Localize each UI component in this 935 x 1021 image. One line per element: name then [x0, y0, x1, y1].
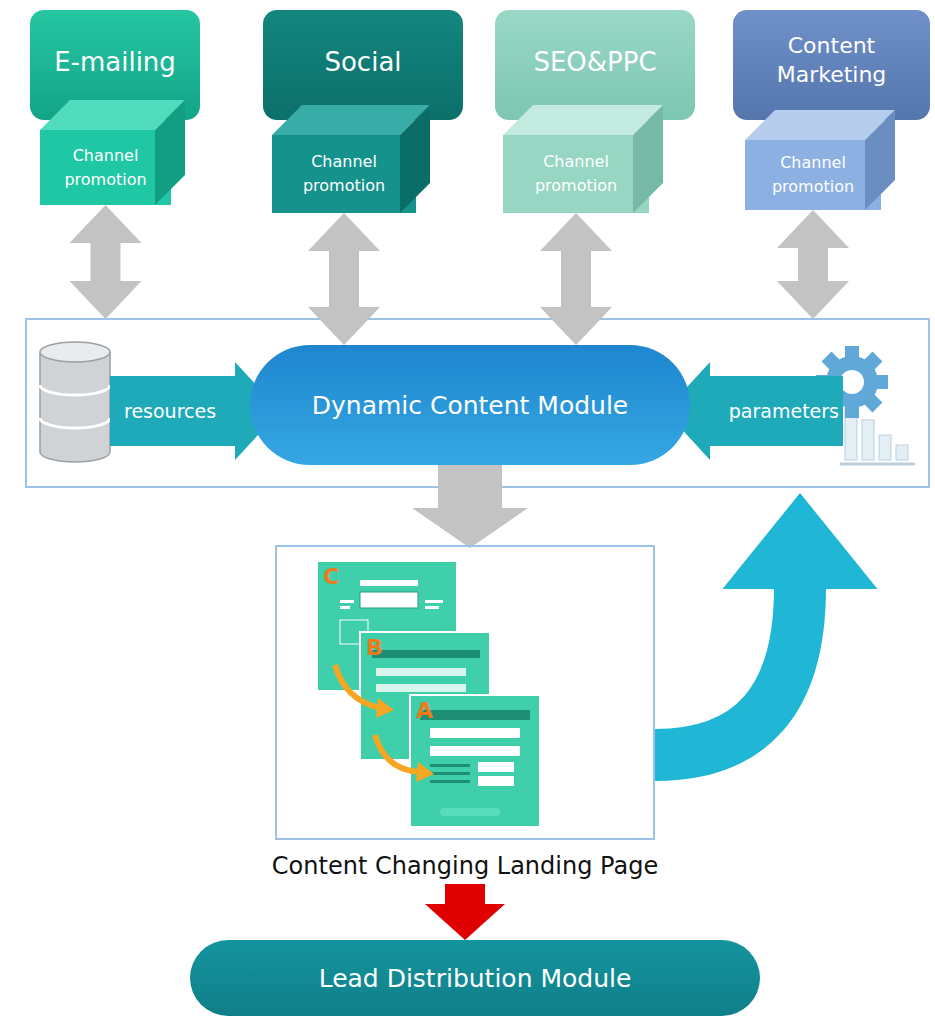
channel-name: Content Marketing [739, 32, 924, 89]
arrow-label: parameters [729, 400, 839, 422]
flow-connector [655, 493, 878, 755]
channel-cube: Channel promotion [272, 135, 416, 213]
landing-frame [275, 545, 655, 840]
module-frame [26, 319, 929, 487]
module-name: Lead Distribution Module [319, 964, 632, 993]
module-pill: Lead Distribution Module [190, 940, 760, 1016]
channel-cube: Channel promotion [745, 140, 881, 210]
channel-name: E-mailing [36, 46, 194, 80]
landing-caption: Content Changing Landing Page [272, 852, 658, 880]
channel-header: Content Marketing [733, 10, 930, 120]
landing-page-images [308, 556, 558, 838]
cube-label: Channel promotion [272, 150, 416, 198]
channel-name: Social [269, 46, 457, 80]
module-name: Dynamic Content Module [312, 391, 628, 420]
channel-header: Social [263, 10, 463, 120]
flow-connector [777, 210, 849, 319]
cube-label: Channel promotion [40, 144, 171, 192]
module-pill: Dynamic Content Module [250, 345, 690, 465]
flow-connector [308, 213, 380, 345]
flow-connector [425, 884, 505, 940]
flow-arrow: parameters [665, 362, 843, 460]
cube-label: Channel promotion [503, 150, 649, 198]
page-letter: B [366, 637, 383, 659]
cube-label: Channel promotion [745, 151, 881, 199]
channel-name: SEO&PPC [501, 46, 689, 80]
flow-connector [70, 205, 142, 319]
page-letter: A [416, 700, 433, 722]
arrow-label: resources [124, 400, 216, 422]
flow-connector [540, 213, 612, 345]
channel-header: SEO&PPC [495, 10, 695, 120]
landing-page-box: Content Changing Landing Page [275, 545, 655, 884]
page-letter: C [323, 566, 339, 588]
channel-cube: Channel promotion [40, 130, 171, 205]
database-icon [40, 342, 110, 462]
channel-cube: Channel promotion [503, 135, 649, 213]
flow-connector [412, 465, 528, 548]
